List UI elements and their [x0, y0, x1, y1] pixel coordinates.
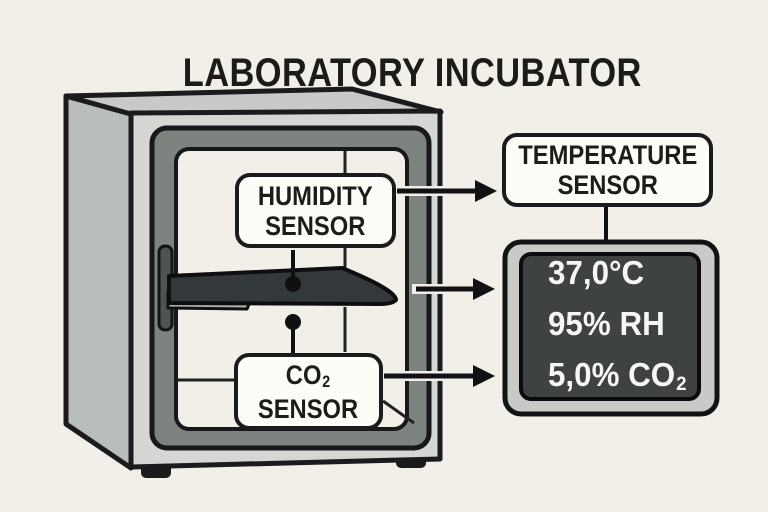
- humidity-sensor-label-text: HUMIDITY SENSOR: [258, 181, 373, 241]
- co2-label-line2: SENSOR: [258, 393, 359, 424]
- cabinet-side-panel: [63, 93, 134, 471]
- sensor-probes: [285, 250, 301, 354]
- co2-sensor-label: CO2 SENSOR: [234, 353, 383, 430]
- temperature-label-line1: TEMPERATURE: [517, 140, 698, 170]
- arrow-humidity-head: [475, 180, 497, 202]
- humidity-probe-dot: [285, 276, 301, 292]
- shelf: [166, 266, 398, 311]
- arrow-co2-head: [473, 365, 495, 387]
- display-readings: 37,0°C 95% RH 5,0% CO2: [521, 254, 699, 399]
- humidity-reading: 95% RH: [548, 305, 665, 342]
- co2-reading: 5,0% CO2: [548, 356, 687, 396]
- display-screen: [519, 252, 701, 401]
- co2-sensor-label-text: CO2 SENSOR: [258, 360, 358, 424]
- humidity-label-line2: SENSOR: [265, 210, 366, 241]
- temperature-label-line2: SENSOR: [557, 170, 658, 200]
- temperature-reading: 37,0°C: [548, 254, 645, 291]
- humidity-sensor-label: HUMIDITY SENSOR: [235, 173, 396, 248]
- arrow-chamber-head: [473, 278, 495, 300]
- temperature-sensor-label: TEMPERATURE SENSOR: [502, 133, 713, 207]
- display-panel: [502, 239, 720, 417]
- humidity-label-line1: HUMIDITY: [258, 180, 373, 211]
- shelf-top: [167, 266, 398, 306]
- co2-probe-dot: [285, 314, 301, 330]
- co2-label-subscript: 2: [322, 373, 331, 392]
- temperature-sensor-label-text: TEMPERATURE SENSOR: [518, 140, 697, 200]
- arrows: [382, 180, 497, 387]
- page-title: LABORATORY INCUBATOR: [182, 50, 642, 95]
- co2-label-line1: CO: [286, 359, 322, 390]
